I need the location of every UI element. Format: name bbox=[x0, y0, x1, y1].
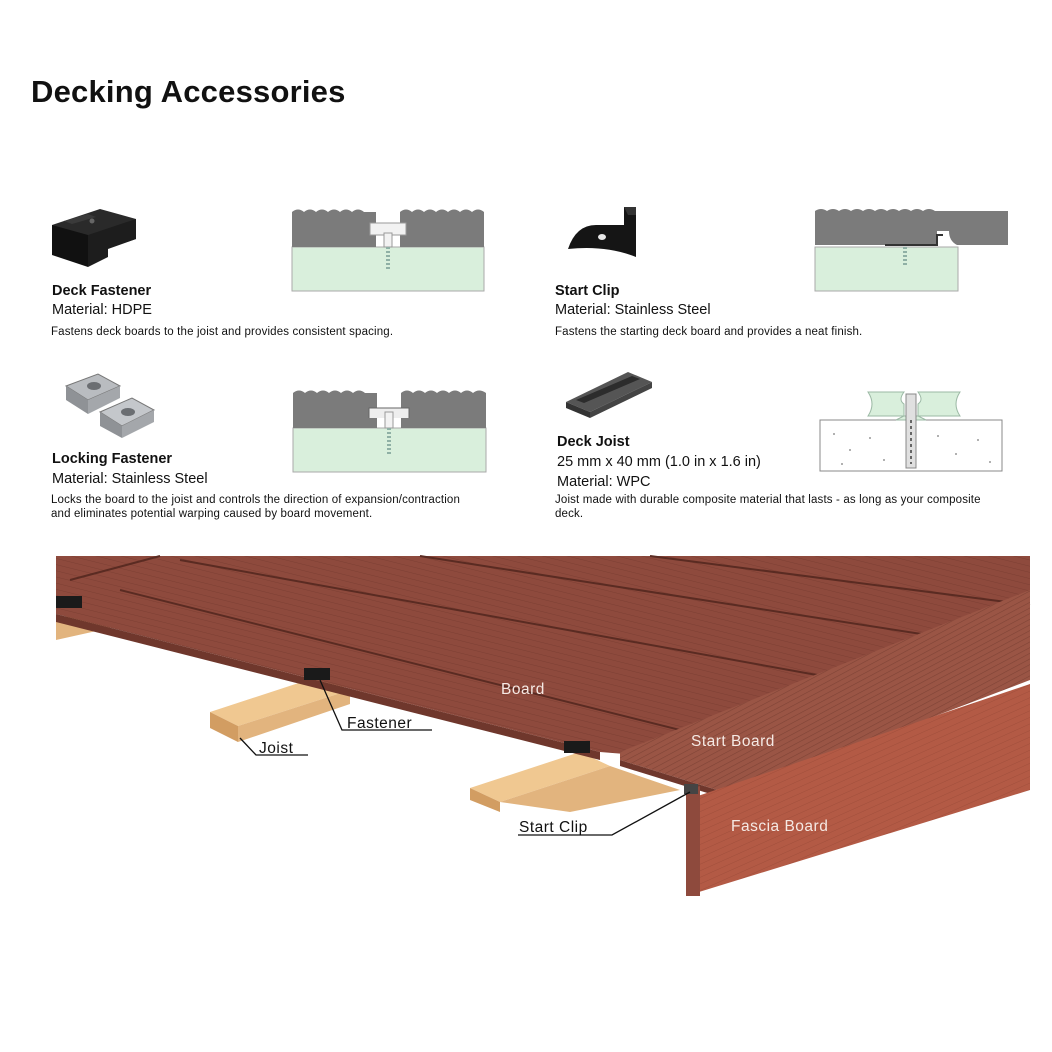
joist-middle bbox=[210, 676, 350, 742]
deck-fastener-description: Fastens deck boards to the joist and pro… bbox=[51, 326, 394, 338]
deck-joist-material: Material: WPC bbox=[557, 474, 651, 490]
fastener-leader-line bbox=[319, 679, 432, 731]
deck-fastener-section-diagram bbox=[291, 209, 485, 292]
label-joist: Joist bbox=[259, 740, 294, 757]
locking-fastener-description-line-1: Locks the board to the joist and control… bbox=[51, 494, 460, 506]
label-fastener: Fastener bbox=[347, 715, 412, 732]
start-clip-material: Material: Stainless Steel bbox=[555, 302, 711, 318]
locking-fastener-material: Material: Stainless Steel bbox=[52, 471, 208, 487]
deck-joist-section-diagram bbox=[819, 391, 1003, 472]
start-clip-hardware bbox=[684, 784, 698, 794]
deck-joist-name: Deck Joist bbox=[557, 434, 630, 450]
deck-fastener-icon bbox=[52, 209, 136, 267]
fastener-hardware-rear bbox=[56, 596, 82, 608]
joist-front bbox=[470, 752, 680, 812]
label-board: Board bbox=[501, 681, 545, 698]
start-clip-section-diagram bbox=[814, 209, 1008, 292]
label-fascia-board: Fascia Board bbox=[731, 818, 828, 835]
label-start-clip: Start Clip bbox=[519, 819, 588, 836]
page-title: Decking Accessories bbox=[31, 74, 346, 109]
deck-joist-icon bbox=[566, 372, 652, 418]
deck-joist-size: 25 mm x 40 mm (1.0 in x 1.6 in) bbox=[557, 454, 761, 470]
fastener-hardware-front bbox=[564, 741, 590, 753]
start-clip-name: Start Clip bbox=[555, 283, 620, 299]
locking-fastener-icon bbox=[64, 373, 156, 438]
fascia-board bbox=[686, 684, 1030, 896]
locking-fastener-name: Locking Fastener bbox=[52, 451, 173, 467]
deck-joist-description-line-1: Joist made with durable composite materi… bbox=[555, 494, 981, 506]
deck-joist-description-line-2: deck. bbox=[555, 508, 584, 520]
deck-fastener-name: Deck Fastener bbox=[52, 283, 152, 299]
locking-fastener-section-diagram bbox=[292, 390, 487, 473]
start-clip-leader-line bbox=[518, 791, 691, 836]
start-clip-description: Fastens the starting deck board and prov… bbox=[555, 326, 863, 338]
joist-leader-line bbox=[239, 737, 308, 756]
start-clip-icon bbox=[568, 207, 636, 257]
deck-assembly-illustration: Board Fastener Joist Start Board Start C… bbox=[56, 555, 1031, 896]
deck-fastener-material: Material: HDPE bbox=[52, 302, 152, 318]
label-start-board: Start Board bbox=[691, 733, 775, 750]
locking-fastener-description-line-2: and eliminates potential warping caused … bbox=[51, 508, 373, 520]
start-board bbox=[620, 590, 1030, 794]
fastener-hardware-middle bbox=[304, 668, 330, 680]
